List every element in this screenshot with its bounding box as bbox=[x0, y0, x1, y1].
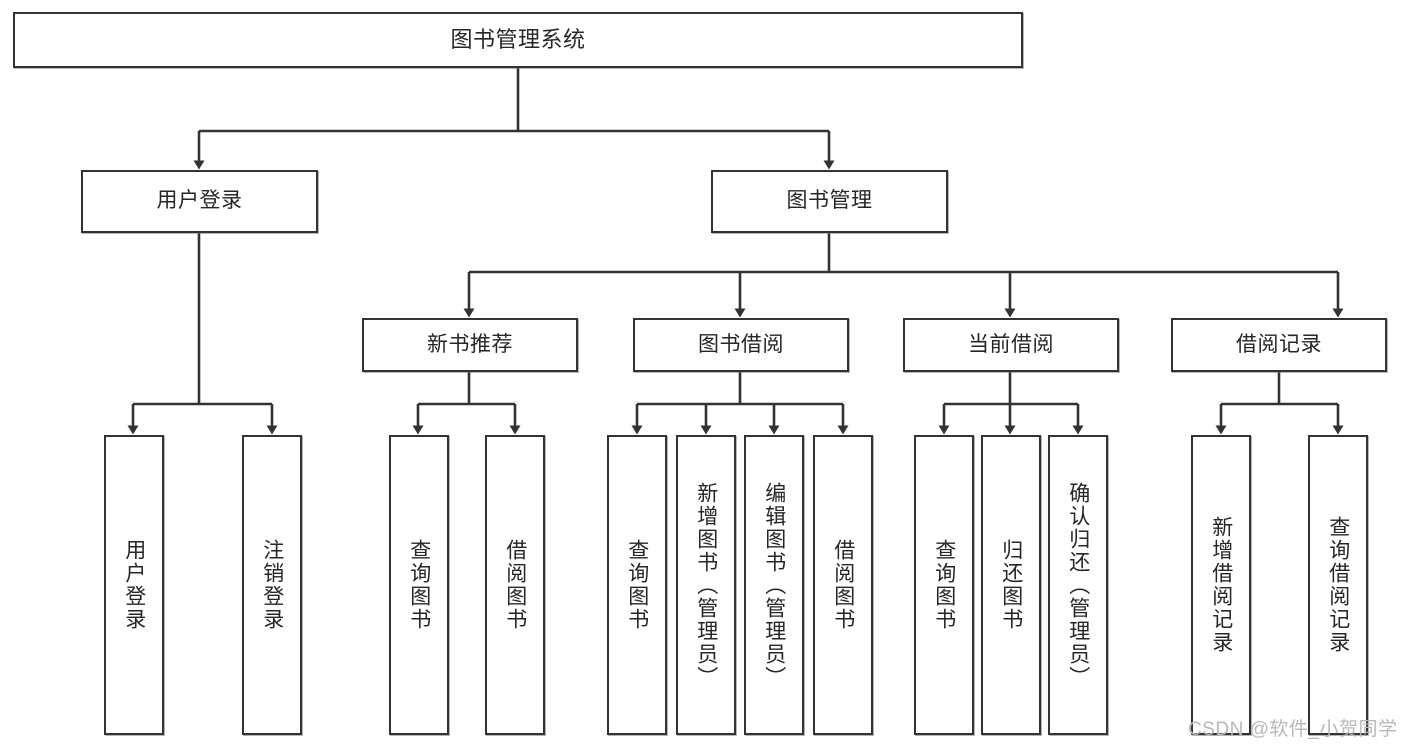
node-root-system[interactable]: 图书管理系统 bbox=[13, 12, 1023, 68]
leaf-user-login-logout[interactable]: 注销登录 bbox=[242, 435, 302, 735]
node-user-login[interactable]: 用户登录 bbox=[81, 170, 318, 233]
leaf-recommend-borrow-book[interactable]: 借阅图书 bbox=[485, 435, 545, 735]
node-new-book-recommend[interactable]: 新书推荐 bbox=[362, 318, 578, 372]
leaf-current-confirm-return[interactable]: 确认归还（管理员） bbox=[1048, 435, 1108, 735]
leaf-user-login-login[interactable]: 用户登录 bbox=[104, 435, 164, 735]
node-label: 图书管理系统 bbox=[450, 27, 586, 53]
leaf-borrow-add-book[interactable]: 新增图书（管理员） bbox=[676, 435, 736, 735]
node-label: 确认归还（管理员） bbox=[1066, 481, 1090, 689]
node-label: 查询图书 bbox=[407, 539, 431, 631]
node-label: 新增图书（管理员） bbox=[694, 481, 718, 689]
node-label: 借阅图书 bbox=[831, 539, 855, 631]
node-label: 新增借阅记录 bbox=[1209, 516, 1233, 654]
node-borrow-record[interactable]: 借阅记录 bbox=[1171, 318, 1387, 372]
node-label: 查询图书 bbox=[932, 539, 956, 631]
node-label: 查询借阅记录 bbox=[1326, 516, 1350, 654]
node-label: 新书推荐 bbox=[427, 332, 513, 356]
node-label: 当前借阅 bbox=[968, 332, 1054, 356]
node-label: 借阅记录 bbox=[1236, 332, 1322, 356]
node-label: 图书管理 bbox=[786, 189, 873, 213]
node-label: 借阅图书 bbox=[503, 539, 527, 631]
node-label: 编辑图书（管理员） bbox=[762, 481, 786, 689]
node-label: 图书借阅 bbox=[698, 332, 784, 356]
csdn-watermark: CSDN @软件_小贺同学 bbox=[1188, 719, 1398, 740]
node-label: 查询图书 bbox=[625, 539, 649, 631]
leaf-borrow-query-book[interactable]: 查询图书 bbox=[607, 435, 667, 735]
node-label: 注销登录 bbox=[260, 539, 284, 631]
leaf-current-query-book[interactable]: 查询图书 bbox=[914, 435, 974, 735]
node-label: 用户登录 bbox=[156, 189, 243, 213]
leaf-current-return-book[interactable]: 归还图书 bbox=[981, 435, 1041, 735]
leaf-record-query-record[interactable]: 查询借阅记录 bbox=[1308, 435, 1368, 735]
leaf-recommend-query-book[interactable]: 查询图书 bbox=[389, 435, 449, 735]
node-book-borrow[interactable]: 图书借阅 bbox=[633, 318, 849, 372]
leaf-borrow-edit-book[interactable]: 编辑图书（管理员） bbox=[744, 435, 804, 735]
leaf-borrow-borrow-book[interactable]: 借阅图书 bbox=[813, 435, 873, 735]
node-current-borrow[interactable]: 当前借阅 bbox=[903, 318, 1119, 372]
node-label: 归还图书 bbox=[999, 539, 1023, 631]
leaf-record-add-record[interactable]: 新增借阅记录 bbox=[1191, 435, 1251, 735]
node-label: 用户登录 bbox=[122, 539, 146, 631]
node-book-management[interactable]: 图书管理 bbox=[711, 170, 948, 233]
